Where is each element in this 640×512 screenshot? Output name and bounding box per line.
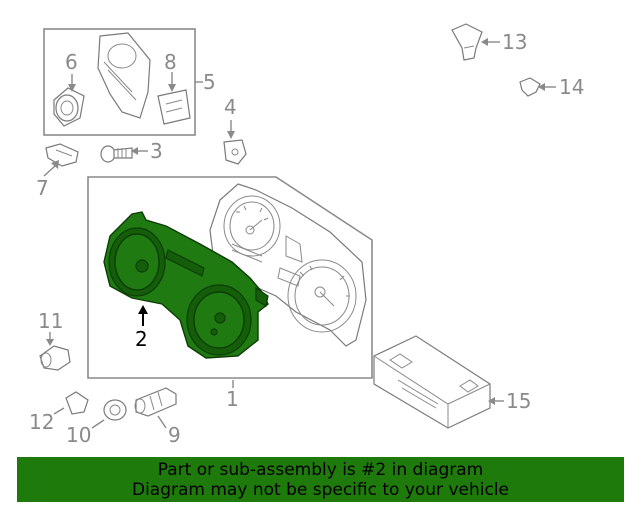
arrow-15 (488, 397, 495, 405)
part-11-bulb[interactable] (39, 345, 71, 371)
callout-8: 8 (164, 50, 177, 74)
arrow-13 (481, 38, 488, 46)
switch-bezel[interactable] (97, 32, 151, 119)
callout-13: 13 (502, 30, 527, 54)
callout-11: 11 (38, 309, 63, 333)
arrow-14 (538, 83, 545, 91)
headlamp-switch-knob[interactable] (53, 87, 85, 127)
cluster-mask-lens-highlight[interactable] (103, 211, 269, 359)
arrow-2 (138, 305, 148, 314)
dimmer-switch[interactable] (157, 89, 191, 125)
group-box-1 (87, 176, 373, 379)
callout-7: 7 (36, 176, 49, 200)
lead-10 (91, 419, 105, 429)
callout-12: 12 (29, 410, 54, 434)
part-7-clip[interactable] (45, 143, 79, 167)
arrow-4 (227, 131, 235, 139)
notice-banner: Part or sub-assembly is #2 in diagram Di… (17, 457, 624, 502)
part-14-socket[interactable] (519, 77, 541, 97)
part-3-screw[interactable] (100, 145, 133, 163)
switch-assembly-group: 6 8 5 (43, 28, 216, 136)
callout-10: 10 (66, 423, 91, 447)
lead-12 (53, 407, 65, 415)
part-15-module[interactable] (373, 335, 491, 429)
lead-7 (43, 165, 56, 177)
instrument-cluster-group: 2 (87, 176, 373, 379)
callout-9: 9 (168, 423, 181, 447)
callout-3: 3 (150, 139, 163, 163)
part-4-bracket[interactable] (223, 139, 247, 165)
banner-line-1: Part or sub-assembly is #2 in diagram (157, 460, 484, 480)
arrow-7 (51, 160, 59, 169)
callout-6: 6 (65, 50, 78, 74)
arrow-11 (46, 339, 54, 346)
arrow-6 (68, 84, 76, 92)
arrow-8 (168, 84, 176, 92)
callout-4: 4 (224, 95, 237, 119)
arrow-3 (131, 147, 138, 155)
callout-1: 1 (226, 387, 239, 411)
part-9-socket[interactable] (134, 387, 177, 417)
callout-5: 5 (203, 70, 216, 94)
callout-2: 2 (135, 327, 148, 351)
callout-15: 15 (506, 389, 531, 413)
banner-line-2: Diagram may not be specific to your vehi… (131, 480, 509, 500)
part-10-grommet[interactable] (103, 399, 127, 421)
part-12-cap[interactable] (65, 391, 89, 415)
lead-9 (157, 415, 167, 429)
cluster-gauge-face[interactable] (209, 183, 367, 347)
callout-14: 14 (559, 75, 584, 99)
part-13-bulb[interactable] (451, 23, 483, 61)
